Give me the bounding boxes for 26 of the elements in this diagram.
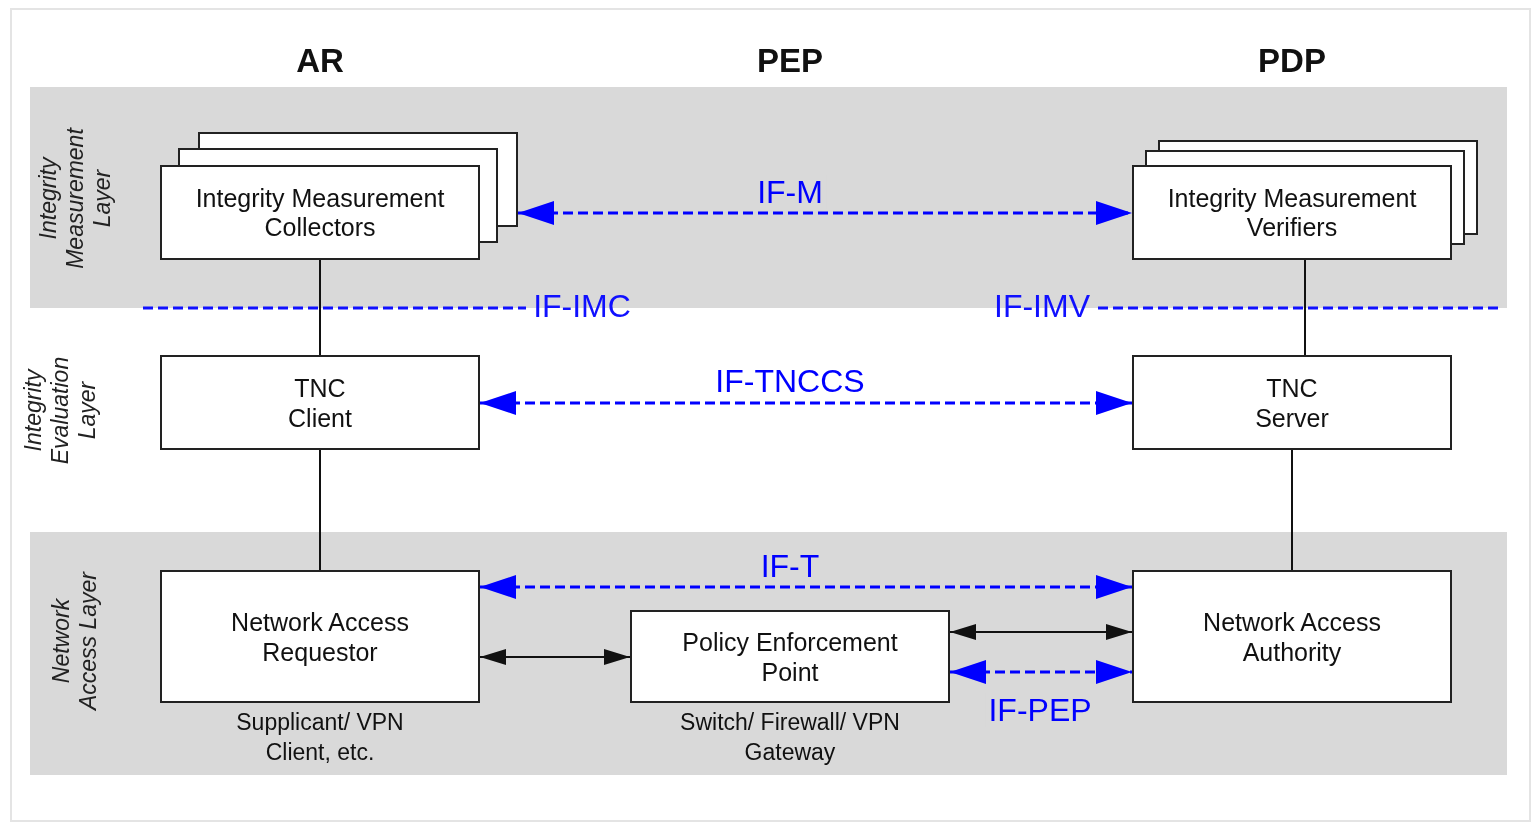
layer-title: Network Access Layer [48,570,102,713]
arrow [479,649,631,665]
layer-title: Integrity Evaluation Layer [19,355,101,467]
arrow [480,575,1132,599]
column-heading: PDP [1258,42,1326,80]
connector-line [319,259,321,356]
arrow [518,201,1132,225]
layer-title: Integrity Measurement Layer [34,126,116,271]
node-caption: Supplicant/ VPN Client, etc. [235,708,405,767]
component-box: Network Access Requestor [160,570,480,703]
arrow [949,624,1133,640]
component-box: TNC Client [160,355,480,450]
connector-line [319,449,321,571]
interface-label: IF-IMC [532,289,632,323]
arrow [950,660,1132,684]
connector-line [1304,259,1306,356]
component-box: TNC Server [1132,355,1452,450]
component-box: Network Access Authority [1132,570,1452,703]
connector-line [1291,449,1293,571]
node-caption: Switch/ Firewall/ VPN Gateway [679,708,901,767]
arrow [480,391,1132,415]
component-box: Policy Enforcement Point [630,610,950,703]
interface-label: IF-IMV [993,289,1091,323]
column-heading: AR [296,42,344,80]
layer-band [30,532,1507,775]
column-heading: PEP [757,42,823,80]
